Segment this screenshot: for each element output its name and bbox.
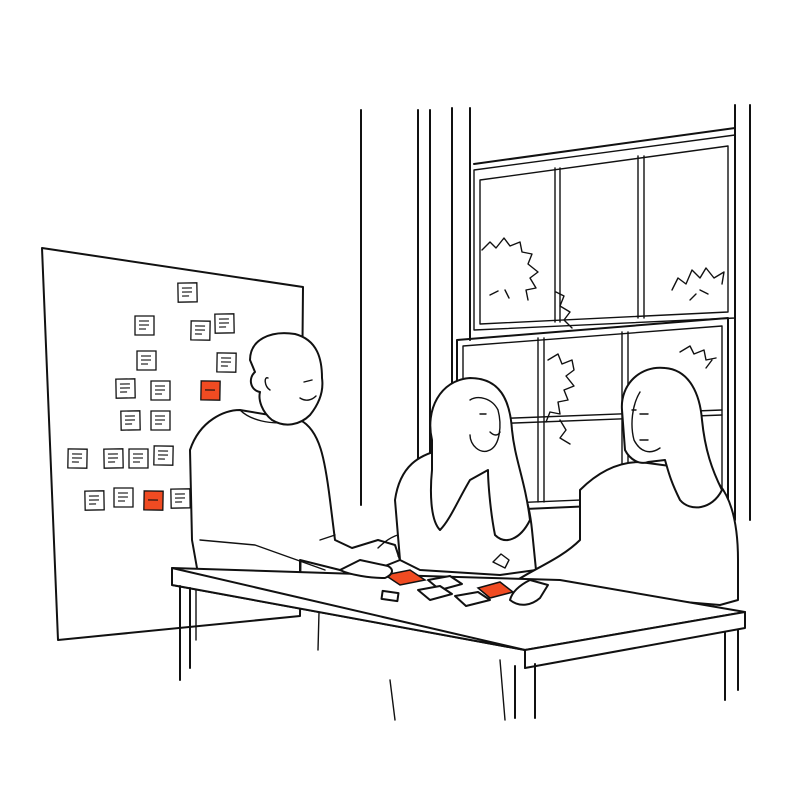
foliage — [546, 292, 574, 444]
sticky-note — [171, 489, 190, 508]
sticky-note — [104, 449, 123, 468]
sticky-note — [68, 449, 87, 468]
person-woman-right — [510, 368, 738, 605]
sticky-note — [217, 353, 236, 372]
sticky-note — [151, 381, 170, 400]
hands — [340, 560, 548, 605]
person-man — [190, 333, 413, 650]
sticky-note — [116, 379, 135, 398]
sticky-note-accent — [144, 491, 163, 510]
sticky-note-accent — [201, 381, 220, 400]
sticky-note — [215, 314, 234, 333]
foliage — [672, 268, 724, 368]
man-head — [250, 333, 322, 424]
table-cards — [382, 570, 513, 606]
sticky-note — [137, 351, 156, 370]
sticky-note — [154, 446, 173, 465]
sticky-note — [121, 411, 140, 430]
sticky-note — [114, 488, 133, 507]
person-woman-middle — [390, 378, 536, 720]
sticky-notes — [68, 283, 236, 510]
eraser — [382, 591, 399, 601]
sticky-note — [178, 283, 197, 302]
sticky-note — [85, 491, 104, 510]
table — [172, 568, 745, 718]
foliage — [482, 238, 538, 300]
accent-card — [385, 570, 425, 585]
sticky-note — [191, 321, 210, 340]
sticky-note — [129, 449, 148, 468]
sticky-note — [135, 316, 154, 335]
sticky-note — [151, 411, 170, 430]
